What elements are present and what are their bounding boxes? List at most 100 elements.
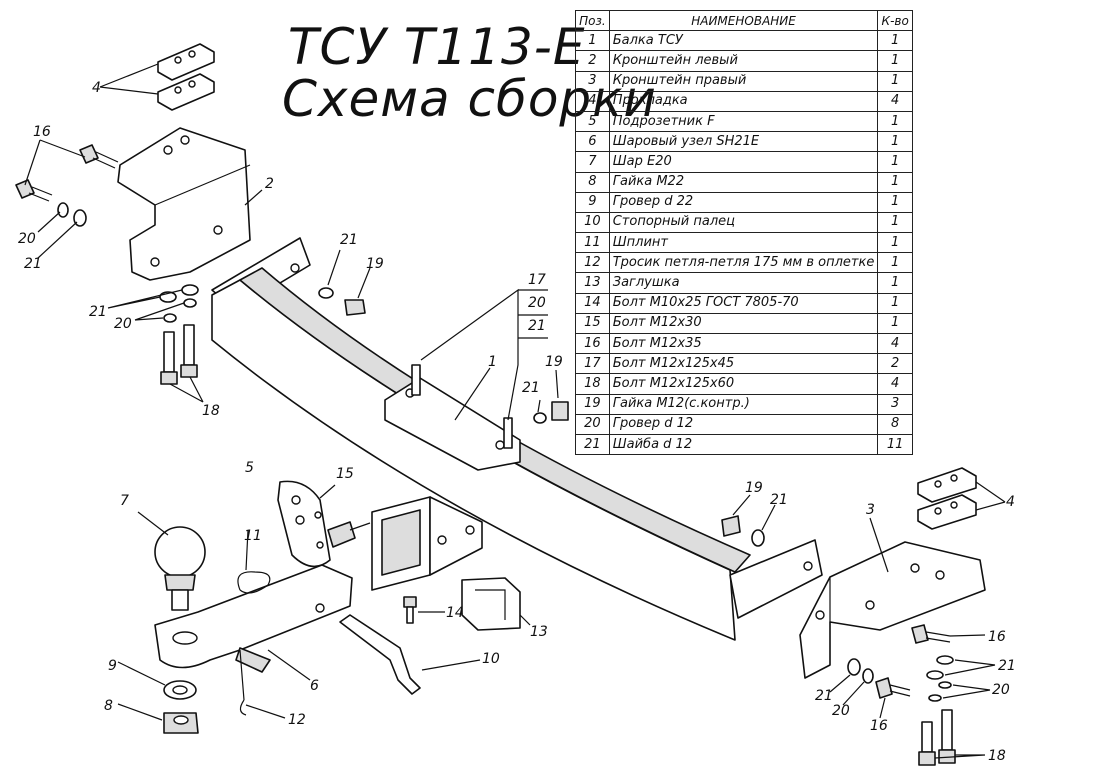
callout-8: 8 bbox=[104, 698, 113, 714]
cell-pos: 17 bbox=[575, 353, 610, 375]
cell-pos: 20 bbox=[575, 413, 610, 435]
cell-qty: 1 bbox=[877, 312, 913, 335]
callout-1: 1 bbox=[488, 354, 497, 370]
cell-pos: 1 bbox=[575, 30, 610, 52]
cell-name: Шаровый узел SH21E bbox=[608, 131, 879, 153]
hardware-center bbox=[318, 249, 569, 424]
callout-4-right: 4 bbox=[1006, 494, 1015, 510]
cell-qty: 1 bbox=[877, 272, 913, 294]
callout-17: 17 bbox=[528, 272, 546, 288]
callout-16-left: 16 bbox=[33, 124, 51, 140]
header-pos: Поз. bbox=[575, 9, 610, 32]
cell-name: Болт М12х125х60 bbox=[608, 373, 879, 395]
cell-qty: 1 bbox=[877, 30, 913, 52]
cell-qty: 4 bbox=[877, 90, 913, 112]
table-header-row: Поз. НАИМЕНОВАНИЕ К-во bbox=[575, 9, 913, 32]
cell-qty: 4 bbox=[877, 373, 913, 395]
callout-18-left: 18 bbox=[202, 403, 220, 419]
callout-21-b: 21 bbox=[522, 380, 540, 396]
cell-pos: 11 bbox=[575, 232, 610, 254]
callout-14: 14 bbox=[446, 605, 464, 621]
cell-name: Болт М10х25 ГОСТ 7805-70 bbox=[608, 292, 879, 314]
callout-16-right-2: 16 bbox=[870, 718, 888, 734]
callout-21-mid: 21 bbox=[340, 232, 358, 248]
cell-pos: 18 bbox=[575, 373, 610, 395]
cell-qty: 1 bbox=[877, 191, 913, 213]
cell-name: Кронштейн левый bbox=[608, 50, 879, 72]
callout-2: 2 bbox=[265, 176, 274, 192]
cell-pos: 9 bbox=[575, 191, 610, 213]
cell-qty: 1 bbox=[877, 110, 913, 133]
callout-11: 11 bbox=[244, 528, 262, 544]
socket-plate bbox=[277, 480, 371, 568]
cell-name: Шайба d 12 bbox=[608, 433, 879, 456]
callout-21-right: 21 bbox=[770, 492, 788, 508]
cell-pos: 15 bbox=[575, 312, 610, 335]
callout-20-right-2: 20 bbox=[832, 703, 850, 719]
spacer-plates-right bbox=[917, 467, 1006, 530]
cell-name: Прокладка bbox=[608, 90, 879, 112]
callout-21-right-2: 21 bbox=[815, 688, 833, 704]
hardware-right-lower bbox=[829, 624, 996, 766]
cell-name: Заглушка bbox=[608, 272, 879, 294]
cell-qty: 2 bbox=[877, 353, 913, 375]
callout-18-right: 18 bbox=[988, 748, 1006, 764]
callout-5: 5 bbox=[245, 460, 254, 476]
hardware-left-lower bbox=[107, 284, 204, 403]
cell-pos: 14 bbox=[575, 292, 610, 314]
cell-qty: 1 bbox=[877, 232, 913, 254]
callout-16-right: 16 bbox=[988, 629, 1006, 645]
cell-qty: 1 bbox=[877, 292, 913, 314]
callout-21-right-1: 21 bbox=[998, 658, 1016, 674]
cell-name: Балка ТСУ bbox=[608, 30, 879, 52]
cell-pos: 5 bbox=[575, 110, 610, 133]
cell-qty: 1 bbox=[877, 151, 913, 173]
cell-pos: 3 bbox=[575, 70, 610, 92]
cell-name: Гровер d 12 bbox=[608, 413, 879, 435]
callout-20-left-2: 20 bbox=[114, 316, 132, 332]
callout-21-box: 21 bbox=[528, 318, 546, 334]
callout-7: 7 bbox=[120, 493, 129, 509]
callout-20-left: 20 bbox=[18, 231, 36, 247]
callout-19-right: 19 bbox=[745, 480, 763, 496]
cell-pos: 4 bbox=[575, 90, 610, 112]
cell-pos: 12 bbox=[575, 252, 610, 274]
cell-pos: 7 bbox=[575, 151, 610, 173]
cell-pos: 6 bbox=[575, 131, 610, 153]
receiver-tube bbox=[371, 496, 483, 591]
cell-pos: 21 bbox=[575, 433, 610, 456]
callout-21-left-2: 21 bbox=[89, 304, 107, 320]
cell-qty: 8 bbox=[877, 413, 913, 435]
callout-19-mid: 19 bbox=[366, 256, 384, 272]
callout-19-b: 19 bbox=[545, 354, 563, 370]
cell-name: Болт М12х35 bbox=[608, 332, 879, 355]
cell-pos: 19 bbox=[575, 393, 610, 415]
cell-qty: 1 bbox=[877, 252, 913, 274]
cell-pos: 2 bbox=[575, 50, 610, 72]
tow-ball bbox=[137, 511, 206, 611]
bracket-right bbox=[799, 517, 986, 679]
diagram-title: ТСУ Т113-Е bbox=[288, 18, 586, 76]
callout-15: 15 bbox=[336, 466, 354, 482]
main-beam bbox=[211, 237, 823, 641]
header-name: НАИМЕНОВАНИЕ bbox=[608, 9, 879, 32]
cell-qty: 1 bbox=[877, 131, 913, 153]
cell-pos: 8 bbox=[575, 171, 610, 193]
bolts-left-16 bbox=[15, 139, 263, 259]
callout-20-right-1: 20 bbox=[992, 682, 1010, 698]
small-parts-center bbox=[339, 577, 531, 695]
